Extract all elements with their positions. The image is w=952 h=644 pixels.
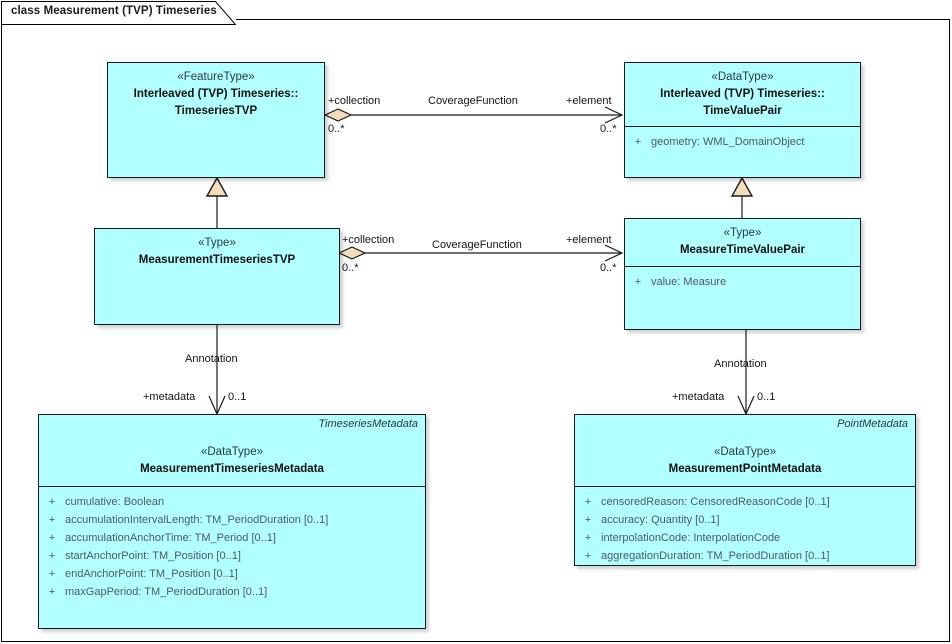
attribute-text: accuracy: Quantity [0..1] [601,514,720,526]
class-stereotype: «Type» [723,227,762,239]
connector-source-multiplicity-coverage-middle: 0..* [342,262,359,274]
attribute-visibility: + [584,514,592,526]
attribute-visibility: + [584,496,592,508]
class-name-line2: TimeValuePair [703,105,782,117]
attribute-row: + interpolationCode: InterpolationCode [575,529,915,547]
attribute-text: censoredReason: CensoredReasonCode [0..1… [601,496,830,508]
connector-name-coverage-top: CoverageFunction [428,95,518,107]
class-name-line1: MeasurementPointMetadata [668,463,822,475]
class-attributes-measure-time-value-pair: + value: Measure [625,267,860,291]
class-name-line1: MeasureTimeValuePair [679,244,806,256]
attribute-text: value: Measure [651,276,727,288]
connector-source-role-coverage-top: +collection [328,95,381,107]
attribute-row: + censoredReason: CensoredReasonCode [0.… [575,493,915,511]
connector-target-role-coverage-middle: +element [566,234,612,246]
attribute-row: + startAnchorPoint: TM_Position [0..1] [39,547,425,565]
attribute-visibility: + [584,550,592,562]
connector-name-annotation-right: Annotation [714,358,767,370]
class-box-measurement-timeseries-tvp[interactable]: «Type» MeasurementTimeseriesTVP [94,228,340,325]
attribute-text: endAnchorPoint: TM_Position [0..1] [65,568,238,580]
diagram-title: class Measurement (TVP) Timeseries [11,5,217,17]
connector-source-role-annotation-left: +metadata [143,391,196,403]
class-name-line1: MeasurementTimeseriesMetadata [140,463,324,475]
attribute-text: accumulationIntervalLength: TM_PeriodDur… [65,514,329,526]
class-header-measurement-timeseries-tvp: «Type» MeasurementTimeseriesTVP [95,229,339,324]
attribute-text: accumulationAnchorTime: TM_Period [0..1] [65,532,276,544]
class-corner-label: PointMetadata [837,418,908,430]
class-stereotype: «DataType» [713,446,776,458]
class-attributes-measurement-timeseries-metadata: + cumulative: Boolean + accumulationInte… [39,487,425,601]
attribute-text: maxGapPeriod: TM_PeriodDuration [0..1] [65,586,268,598]
class-header-timeseries-tvp: «FeatureType» Interleaved (TVP) Timeseri… [108,63,324,177]
attribute-row: + maxGapPeriod: TM_PeriodDuration [0..1] [39,583,425,601]
class-name-line2: TimeseriesTVP [174,105,258,117]
class-stereotype: «FeatureType» [177,71,255,83]
attribute-visibility: + [48,514,56,526]
class-name-line1: Interleaved (TVP) Timeseries:: [660,88,825,100]
connector-source-role-coverage-middle: +collection [342,234,395,246]
class-header-time-value-pair: «DataType» Interleaved (TVP) Timeseries:… [625,63,860,127]
class-box-timeseries-tvp[interactable]: «FeatureType» Interleaved (TVP) Timeseri… [107,62,325,178]
attribute-visibility: + [634,276,642,288]
connector-target-multiplicity-annotation-right: 0..1 [757,391,776,403]
attribute-visibility: + [48,496,56,508]
attribute-text: interpolationCode: InterpolationCode [601,532,781,544]
class-name-line1: Interleaved (TVP) Timeseries:: [133,88,299,100]
attribute-row: + geometry: WML_DomainObject [625,133,860,151]
connector-name-coverage-middle: CoverageFunction [432,239,522,251]
attribute-row: + endAnchorPoint: TM_Position [0..1] [39,565,425,583]
attribute-row: + accumulationAnchorTime: TM_Period [0..… [39,529,425,547]
attribute-row: + accuracy: Quantity [0..1] [575,511,915,529]
class-box-measurement-timeseries-metadata[interactable]: TimeseriesMetadata «DataType» Measuremen… [38,414,426,629]
attribute-row: + cumulative: Boolean [39,493,425,511]
attribute-text: geometry: WML_DomainObject [651,136,805,148]
diagram-frame [1,19,950,642]
connector-target-multiplicity-annotation-left: 0..1 [228,391,247,403]
class-box-measurement-point-metadata[interactable]: PointMetadata «DataType» MeasurementPoin… [574,414,916,566]
class-stereotype: «Type» [198,237,236,249]
class-attributes-measurement-point-metadata: + censoredReason: CensoredReasonCode [0.… [575,487,915,565]
attribute-visibility: + [48,568,56,580]
class-header-measurement-point-metadata: PointMetadata «DataType» MeasurementPoin… [575,415,915,487]
attribute-row: + accumulationIntervalLength: TM_PeriodD… [39,511,425,529]
class-attributes-time-value-pair: + geometry: WML_DomainObject [625,127,860,151]
class-stereotype: «DataType» [711,71,774,83]
attribute-visibility: + [584,532,592,544]
attribute-text: cumulative: Boolean [65,496,165,508]
attribute-visibility: + [634,136,642,148]
diagram-title-tab[interactable]: class Measurement (TVP) Timeseries [1,1,236,25]
connector-name-annotation-left: Annotation [185,353,238,365]
attribute-row: + aggregationDuration: TM_PeriodDuration… [575,547,915,565]
attribute-visibility: + [48,550,56,562]
class-corner-label: TimeseriesMetadata [318,418,418,430]
title-tab-shape [1,1,236,25]
connector-target-role-coverage-top: +element [566,95,612,107]
class-header-measure-time-value-pair: «Type» MeasureTimeValuePair [625,219,860,267]
class-box-measure-time-value-pair[interactable]: «Type» MeasureTimeValuePair + value: Mea… [624,218,861,330]
attribute-visibility: + [48,532,56,544]
class-stereotype: «DataType» [200,446,263,458]
connector-source-role-annotation-right: +metadata [672,391,725,403]
connector-target-multiplicity-coverage-top: 0..* [600,123,617,135]
connector-source-multiplicity-coverage-top: 0..* [328,123,345,135]
attribute-visibility: + [48,586,56,598]
class-name-line1: MeasurementTimeseriesTVP [138,254,296,266]
connector-target-multiplicity-coverage-middle: 0..* [600,262,617,274]
class-header-measurement-timeseries-metadata: TimeseriesMetadata «DataType» Measuremen… [39,415,425,487]
class-box-time-value-pair[interactable]: «DataType» Interleaved (TVP) Timeseries:… [624,62,861,178]
attribute-row: + value: Measure [625,273,860,291]
attribute-text: startAnchorPoint: TM_Position [0..1] [65,550,241,562]
attribute-text: aggregationDuration: TM_PeriodDuration [… [601,550,830,562]
